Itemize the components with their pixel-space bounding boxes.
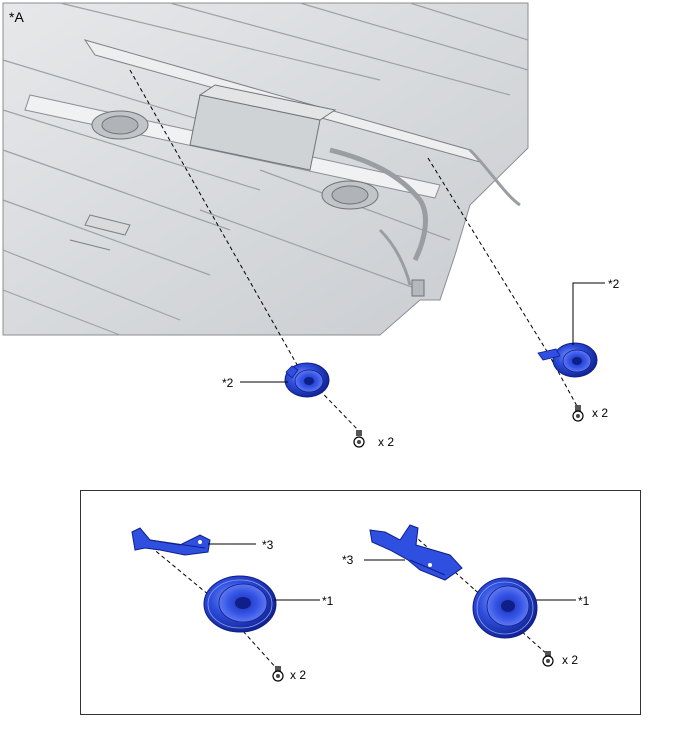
speaker-left bbox=[203, 575, 277, 633]
callout-speaker: *1 bbox=[322, 594, 334, 608]
roof-panel-illustration bbox=[2, 2, 529, 336]
callout-speaker: *1 bbox=[578, 594, 590, 608]
speaker-right bbox=[472, 577, 538, 639]
screw-icon bbox=[353, 430, 365, 448]
quantity-label: x 2 bbox=[378, 435, 395, 449]
callout-leader-lines bbox=[208, 282, 605, 601]
screw-icon bbox=[572, 405, 584, 422]
callout-bracket: *3 bbox=[262, 538, 274, 552]
quantity-label: x 2 bbox=[592, 406, 609, 420]
detail-inset-frame bbox=[80, 490, 641, 715]
screw-icon bbox=[542, 651, 554, 667]
quantity-label: x 2 bbox=[290, 668, 307, 682]
callout-speaker-assembly: *2 bbox=[608, 277, 620, 291]
quantity-label: x 2 bbox=[562, 653, 579, 667]
screw-icon bbox=[272, 666, 284, 682]
speaker-assembly-right bbox=[537, 342, 598, 378]
callout-speaker-assembly: *2 bbox=[222, 376, 234, 390]
bracket-left bbox=[131, 527, 211, 556]
bracket-right bbox=[369, 524, 463, 581]
speaker-assembly-left bbox=[284, 362, 330, 398]
callout-bracket: *3 bbox=[342, 553, 354, 567]
view-label: *A bbox=[9, 9, 24, 25]
